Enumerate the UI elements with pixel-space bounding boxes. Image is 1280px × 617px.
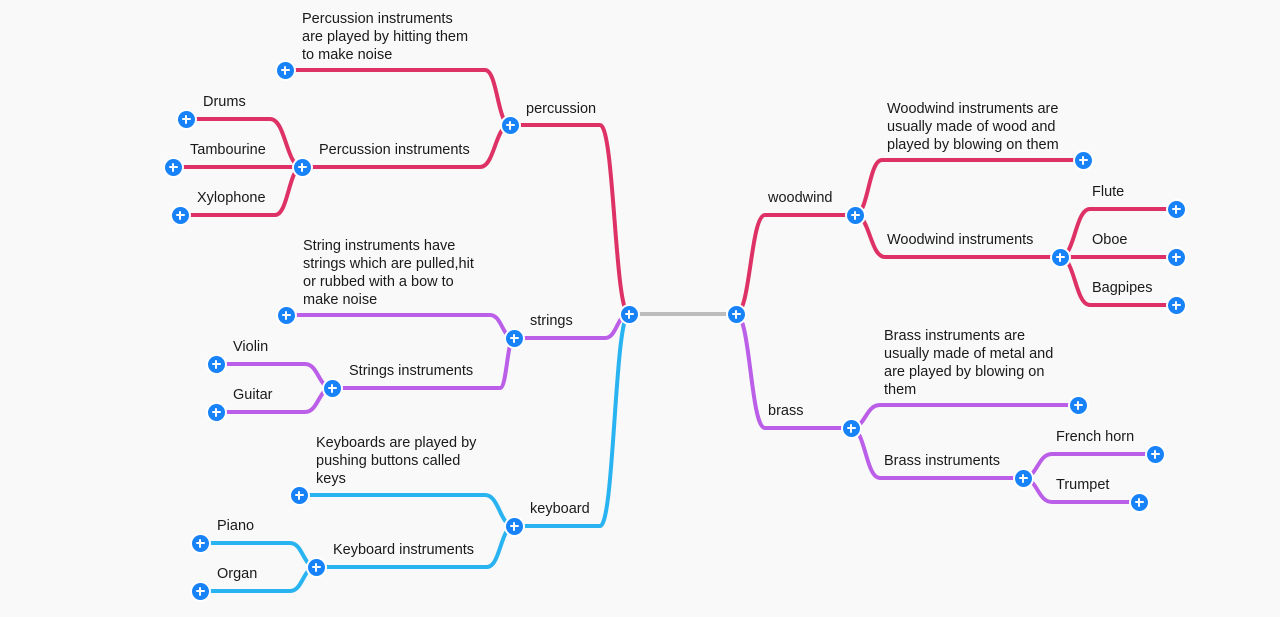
expand-keyboard-note-plus-icon[interactable] xyxy=(290,486,308,504)
leaf-drums[interactable]: Drums xyxy=(203,94,246,110)
expand-strings-note-plus-icon[interactable] xyxy=(277,306,295,324)
node-percussion-instruments[interactable]: Percussion instruments xyxy=(319,142,470,158)
expand-brass-plus-icon[interactable] xyxy=(842,419,860,437)
link-root-woodwind xyxy=(734,213,857,316)
node-strings-instruments[interactable]: Strings instruments xyxy=(349,363,474,379)
leaf-piano[interactable]: Piano xyxy=(217,518,255,534)
link-strings-note xyxy=(284,313,516,340)
expand-bagpipes-plus-icon[interactable] xyxy=(1167,296,1185,314)
link-violin xyxy=(214,362,334,390)
note-keyboard[interactable]: Keyboards are played by pushing buttons … xyxy=(316,435,477,487)
leaf-guitar[interactable]: Guitar xyxy=(233,387,273,403)
expand-trumpet-plus-icon[interactable] xyxy=(1130,493,1148,511)
expand-violin-plus-icon[interactable] xyxy=(207,355,225,373)
link-woodwind-note xyxy=(853,158,1085,217)
leaf-french-horn[interactable]: French horn xyxy=(1056,429,1135,445)
node-strings[interactable]: strings xyxy=(530,313,573,329)
leaf-bagpipes[interactable]: Bagpipes xyxy=(1092,280,1153,296)
expand-french-horn-plus-icon[interactable] xyxy=(1146,445,1164,463)
leaf-xylophone[interactable]: Xylophone xyxy=(197,190,266,206)
note-strings[interactable]: String instruments have strings which ar… xyxy=(303,238,474,308)
expand-brass-note-plus-icon[interactable] xyxy=(1069,396,1087,414)
expand-brass-instruments-plus-icon[interactable] xyxy=(1014,469,1032,487)
node-woodwind-instruments[interactable]: Woodwind instruments xyxy=(887,232,1034,248)
node-keyboard[interactable]: keyboard xyxy=(530,501,590,517)
expand-xylophone-plus-icon[interactable] xyxy=(171,206,189,224)
node-woodwind[interactable]: woodwind xyxy=(768,190,833,206)
node-keyboard-instruments[interactable]: Keyboard instruments xyxy=(333,542,475,558)
note-percussion[interactable]: Percussion instruments are played by hit… xyxy=(302,11,469,63)
expand-oboe-plus-icon[interactable] xyxy=(1167,248,1185,266)
note-woodwind[interactable]: Woodwind instruments are usually made of… xyxy=(887,101,1059,153)
link-french-horn xyxy=(1021,452,1157,480)
expand-drums-plus-icon[interactable] xyxy=(177,110,195,128)
node-percussion[interactable]: percussion xyxy=(526,101,597,117)
leaf-trumpet[interactable]: Trumpet xyxy=(1056,477,1110,493)
expand-woodwind-note-plus-icon[interactable] xyxy=(1074,151,1092,169)
expand-woodwind-instruments-plus-icon[interactable] xyxy=(1051,248,1069,266)
expand-percussion-instruments-plus-icon[interactable] xyxy=(293,158,311,176)
leaf-oboe[interactable]: Oboe xyxy=(1092,232,1128,248)
leaf-organ[interactable]: Organ xyxy=(217,566,258,582)
leaf-tambourine[interactable]: Tambourine xyxy=(190,142,266,158)
link-root-keyboard xyxy=(512,312,631,528)
expand-woodwind-plus-icon[interactable] xyxy=(846,206,864,224)
expand-strings-plus-icon[interactable] xyxy=(505,329,523,347)
node-brass-instruments[interactable]: Brass instruments xyxy=(884,453,1001,469)
expand-keyboard-instruments-plus-icon[interactable] xyxy=(307,558,325,576)
expand-organ-plus-icon[interactable] xyxy=(191,582,209,600)
node-brass[interactable]: brass xyxy=(768,403,804,419)
expand-percussion-note-plus-icon[interactable] xyxy=(276,61,294,79)
link-percussion-note xyxy=(283,68,512,127)
link-brass-note xyxy=(849,403,1080,430)
expand-percussion-plus-icon[interactable] xyxy=(501,116,519,134)
leaf-flute[interactable]: Flute xyxy=(1092,184,1125,200)
expand-guitar-plus-icon[interactable] xyxy=(207,403,225,421)
link-piano xyxy=(198,541,318,569)
expand-strings-instruments-plus-icon[interactable] xyxy=(323,379,341,397)
expand-tambourine-plus-icon[interactable] xyxy=(164,158,182,176)
expand-root-right-plus-icon[interactable] xyxy=(727,305,745,323)
expand-piano-plus-icon[interactable] xyxy=(191,534,209,552)
note-brass[interactable]: Brass instruments are usually made of me… xyxy=(884,328,1054,398)
leaf-violin[interactable]: Violin xyxy=(233,339,269,355)
expand-keyboard-plus-icon[interactable] xyxy=(505,517,523,535)
link-keyboard-note xyxy=(297,493,516,528)
link-root-percussion xyxy=(513,123,631,316)
expand-root-left-plus-icon[interactable] xyxy=(620,305,638,323)
expand-flute-plus-icon[interactable] xyxy=(1167,200,1185,218)
